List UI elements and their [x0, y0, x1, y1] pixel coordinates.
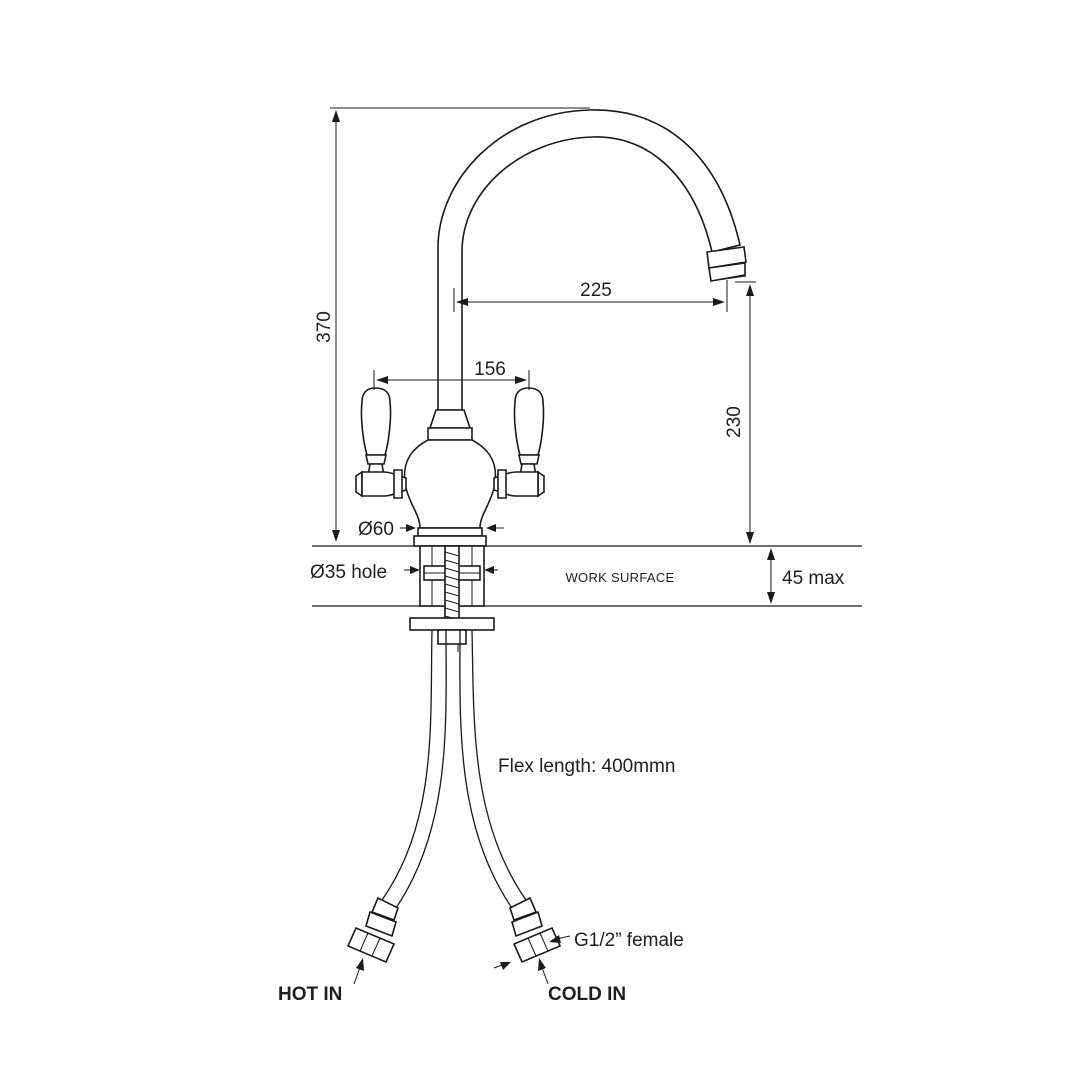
dimension-handle-span: 156 — [373, 359, 530, 390]
flex-length-label: Flex length: 400mmn — [498, 756, 675, 777]
flex-hoses — [346, 629, 562, 964]
dimension-base-diameter: Ø60 — [358, 519, 504, 540]
dimension-overall-height: 370 — [314, 107, 590, 542]
mounting-assembly — [409, 545, 495, 652]
dim-base-diameter-label: Ø60 — [358, 519, 394, 540]
cold-in-label: COLD IN — [548, 984, 626, 1005]
work-surface-label: WORK SURFACE — [565, 570, 674, 585]
cold-handle — [493, 387, 545, 499]
hot-in-callout: HOT IN — [278, 958, 364, 1005]
spout — [437, 109, 747, 411]
connector-label: G1/2” female — [574, 930, 684, 951]
dim-surface-thickness-label: 45 max — [782, 568, 845, 589]
work-surface — [312, 545, 862, 607]
dimension-spout-reach: 225 — [453, 280, 728, 312]
hot-in-label: HOT IN — [278, 984, 342, 1005]
dimension-hole-diameter: Ø35 hole — [310, 562, 498, 583]
dim-spout-reach-label: 225 — [580, 280, 612, 301]
dimension-spout-height: 230 — [724, 281, 756, 544]
dim-handle-span-label: 156 — [474, 359, 506, 380]
connector-callout: G1/2” female — [493, 930, 684, 970]
dim-overall-height-label: 370 — [314, 311, 335, 343]
cold-in-callout: COLD IN — [538, 958, 626, 1005]
dim-hole-diameter-label: Ø35 hole — [310, 562, 387, 583]
hot-handle — [355, 387, 407, 499]
dimension-surface-thickness: 45 max — [767, 548, 845, 604]
dim-spout-height-label: 230 — [724, 406, 745, 438]
tap-body — [403, 409, 497, 547]
